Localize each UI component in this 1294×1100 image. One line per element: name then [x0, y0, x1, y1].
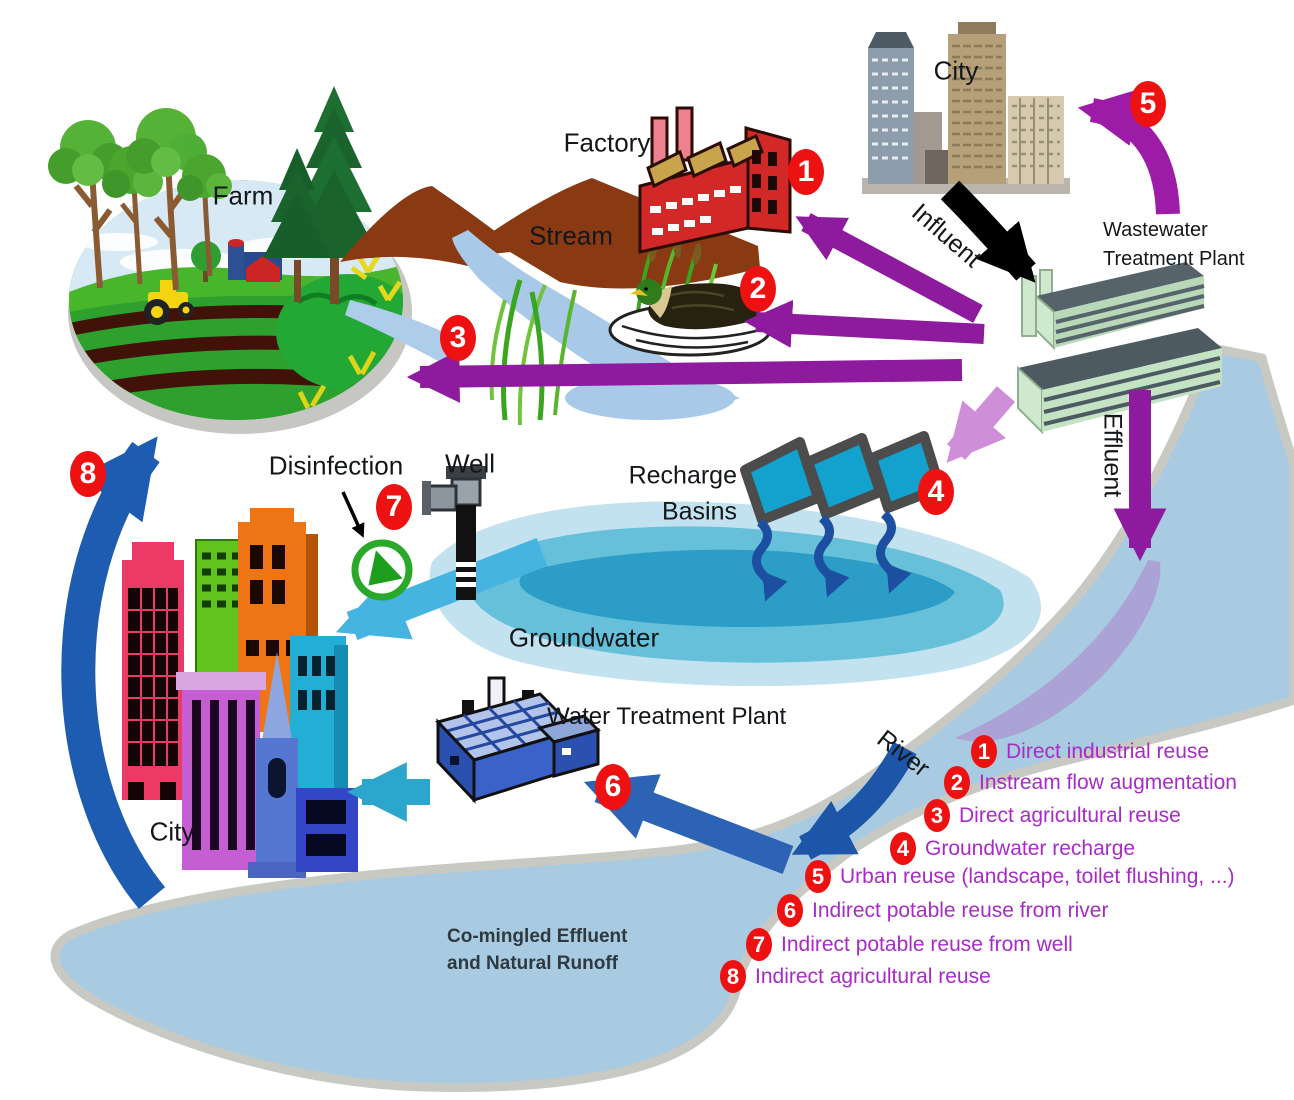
wwtp-illustration	[1017, 262, 1222, 435]
arrow-river-flow	[791, 741, 917, 860]
legend-item-4: 4 Groundwater recharge	[890, 832, 1135, 865]
arrow-2-instream-flow	[744, 299, 985, 348]
legend-item-1: 1 Direct industrial reuse	[971, 735, 1209, 768]
legend-badge-3: 3	[924, 799, 950, 832]
arrow-6-river-to-wtp	[583, 773, 794, 875]
wwtp-label-line2: Treatment Plant	[1103, 248, 1245, 270]
river-water-body	[50, 343, 1294, 1092]
comingled-label: Co-mingled Effluent and Natural Runoff	[447, 923, 627, 977]
legend-text-8: Indirect agricultural reuse	[755, 964, 991, 988]
groundwater-illustration	[429, 501, 1042, 687]
badge-2-stream: 2	[740, 266, 776, 312]
effluent-label: Effluent	[1098, 412, 1127, 498]
factory-label: Factory	[563, 127, 651, 158]
arrow-8-indirect-agricultural-reuse	[61, 436, 166, 909]
arrow-4-groundwater-recharge	[946, 386, 1016, 463]
disinfection-label: Disinfection	[268, 450, 404, 481]
tree-canopies	[48, 108, 232, 201]
recharge-seep-arrow-1	[752, 518, 788, 602]
wwtp-label: Wastewater Treatment Plant	[1103, 216, 1245, 274]
arrow-1-direct-industrial-reuse	[795, 213, 983, 323]
badge-3-farm: 3	[440, 315, 476, 361]
recharge-basins-label-line1: Recharge	[628, 461, 737, 490]
recharge-basins-label-line2: Basins	[661, 497, 737, 526]
legend-text-6: Indirect potable reuse from river	[812, 898, 1109, 922]
recharge-basins-illustration	[740, 431, 945, 525]
legend-text-7: Indirect potable reuse from well	[781, 932, 1073, 956]
legend-item-2: 2 Instream flow augmentation	[944, 766, 1237, 799]
recharge-seep-arrow-3	[876, 510, 912, 594]
factory-illustration	[638, 106, 792, 254]
legend-badge-6: 6	[777, 894, 803, 927]
disinfection-pointer-arrow	[341, 491, 365, 538]
city-bottom-illustration	[122, 508, 358, 878]
badge-6-wtp: 6	[595, 764, 631, 810]
river-and-lake	[50, 343, 1294, 1092]
legend-badge-7: 7	[746, 928, 772, 961]
wtp-label: Water Treatment Plant	[547, 703, 787, 730]
comingled-label-line1: Co-mingled Effluent	[447, 926, 628, 947]
groundwater-label: Groundwater	[508, 622, 660, 653]
legend-text-2: Instream flow augmentation	[979, 770, 1237, 794]
comingled-label-line2: and Natural Runoff	[447, 953, 618, 974]
duck-illustration	[608, 279, 772, 357]
disinfection-valve-icon	[351, 539, 413, 601]
legend-item-7: 7 Indirect potable reuse from well	[746, 928, 1073, 961]
legend-item-3: 3 Direct agricultural reuse	[924, 799, 1181, 832]
legend-text-4: Groundwater recharge	[925, 836, 1136, 860]
pine-trees	[263, 86, 380, 304]
stream-label: Stream	[529, 220, 613, 251]
arrow-7-well-to-city	[335, 538, 548, 640]
farm-label: Farm	[212, 180, 274, 211]
city-bottom-label: City	[149, 816, 195, 847]
legend-badge-4: 4	[890, 832, 916, 865]
legend-badge-2: 2	[944, 766, 970, 799]
recharge-seep-arrow-2	[814, 514, 850, 598]
legend-text-5: Urban reuse (landscape, toilet flushing,…	[840, 864, 1235, 888]
legend-item-8: 8 Indirect agricultural reuse	[720, 960, 991, 993]
badge-8-indirect-ag: 8	[70, 451, 106, 497]
arrow-3-direct-agricultural-reuse	[406, 350, 963, 403]
legend-item-5: 5 Urban reuse (landscape, toilet flushin…	[805, 860, 1235, 893]
legend-text-1: Direct industrial reuse	[1006, 739, 1210, 763]
legend-badge-1: 1	[971, 735, 997, 768]
farm-illustration	[48, 86, 412, 434]
city-top-label: City	[933, 55, 979, 86]
badge-1-factory: 1	[788, 149, 824, 195]
legend-badge-8: 8	[720, 960, 746, 993]
city-top-illustration	[862, 22, 1070, 194]
arrow-5-urban-reuse	[1077, 89, 1180, 215]
badge-5-city: 5	[1130, 81, 1166, 127]
legend-text-3: Direct agricultural reuse	[959, 803, 1181, 827]
badge-7-well: 7	[376, 484, 412, 530]
well-label: Well	[444, 448, 496, 479]
legend-item-6: 6 Indirect potable reuse from river	[777, 894, 1108, 927]
wtp-illustration	[435, 676, 601, 804]
well-illustration	[422, 466, 486, 600]
legend-badge-5: 5	[805, 860, 831, 893]
effluent-plume	[955, 560, 1161, 742]
wwtp-label-line1: Wastewater	[1103, 219, 1208, 241]
arrow-influent	[940, 180, 1036, 283]
flow-arrows	[61, 89, 1180, 909]
badge-4-recharge: 4	[918, 469, 954, 515]
